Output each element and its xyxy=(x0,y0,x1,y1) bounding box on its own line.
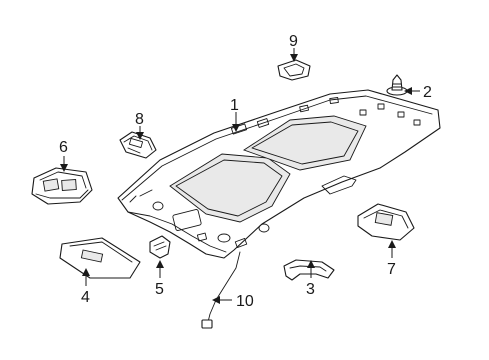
rear-map-lamp xyxy=(357,203,415,241)
overhead-console-lamp xyxy=(31,167,93,205)
callout-3: 3 xyxy=(306,281,315,298)
sun-visor-panel xyxy=(59,237,141,279)
callout-7: 7 xyxy=(387,261,396,278)
callout-5: 5 xyxy=(155,281,164,298)
callout-2: 2 xyxy=(423,84,432,101)
mounting-bracket xyxy=(119,131,157,159)
clip-fastener xyxy=(386,74,408,96)
callout-1: 1 xyxy=(230,97,239,114)
headliner-panel xyxy=(117,89,441,259)
callout-4: 4 xyxy=(81,289,90,306)
grab-handle xyxy=(283,259,335,281)
callout-6: 6 xyxy=(59,139,68,156)
assist-handle-cover xyxy=(277,59,311,81)
callout-9: 9 xyxy=(289,33,298,50)
callout-8: 8 xyxy=(135,111,144,128)
callout-10: 10 xyxy=(236,293,254,310)
rear-sunroof-opening xyxy=(242,115,367,171)
wiring-harness xyxy=(201,251,241,329)
connector-clip xyxy=(149,235,171,259)
callout-leaders xyxy=(60,48,420,304)
